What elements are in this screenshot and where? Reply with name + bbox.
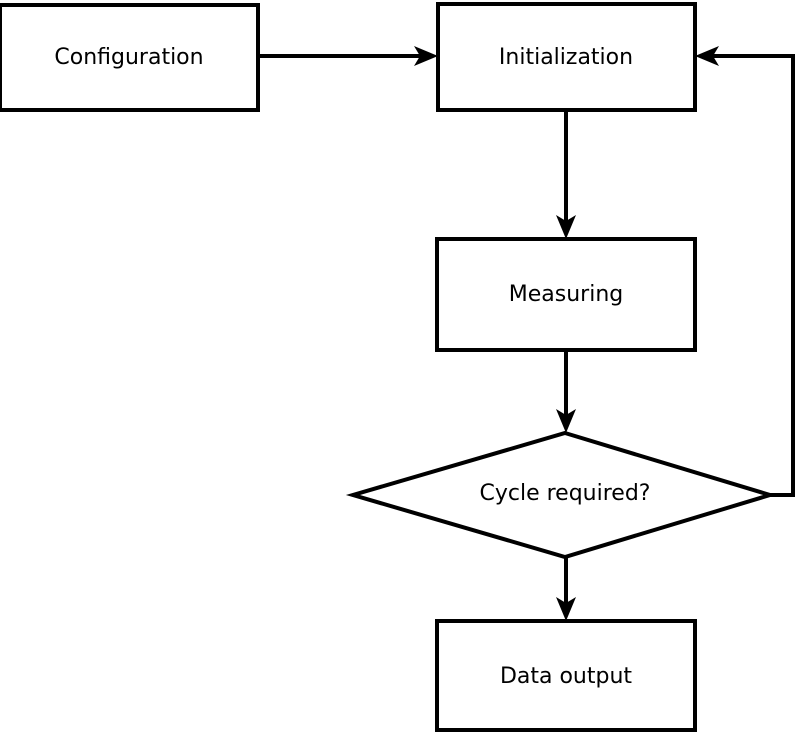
arrowhead-icon-measuring-to-cycle-required	[556, 409, 576, 433]
node-data-output-label: Data output	[500, 664, 632, 689]
edge-line-cycle-required-to-initialization-feedback	[711, 54, 795, 497]
node-initialization-box[interactable]	[436, 2, 697, 112]
node-measuring-box[interactable]	[435, 237, 697, 352]
arrowhead-icon-configuration-to-initialization	[414, 46, 438, 66]
edge-measuring-to-cycle-required	[556, 350, 576, 433]
node-measuring-label: Measuring	[509, 282, 623, 307]
arrowhead-icon-initialization-to-measuring	[556, 215, 576, 239]
edge-configuration-to-initialization	[258, 46, 438, 66]
edge-cycle-required-to-initialization-feedback	[695, 46, 795, 497]
node-configuration-label: Configuration	[54, 45, 203, 70]
node-initialization-label: Initialization	[499, 45, 633, 70]
node-measuring[interactable]: Measuring	[435, 237, 697, 352]
node-cycle-required[interactable]: Cycle required?	[345, 430, 777, 560]
node-configuration-box[interactable]	[0, 3, 260, 112]
arrowhead-icon-cycle-required-to-data-output	[556, 597, 576, 621]
node-initialization[interactable]: Initialization	[436, 2, 697, 112]
node-cycle-required-label: Cycle required?	[480, 481, 651, 506]
arrowhead-icon-cycle-required-to-initialization-feedback	[695, 46, 719, 66]
edge-initialization-to-measuring	[556, 110, 576, 239]
node-data-output[interactable]: Data output	[435, 619, 697, 732]
node-cycle-required-diamond[interactable]	[345, 430, 777, 560]
node-data-output-box[interactable]	[435, 619, 697, 732]
edge-cycle-required-to-data-output	[556, 557, 576, 621]
node-configuration[interactable]: Configuration	[0, 3, 260, 112]
